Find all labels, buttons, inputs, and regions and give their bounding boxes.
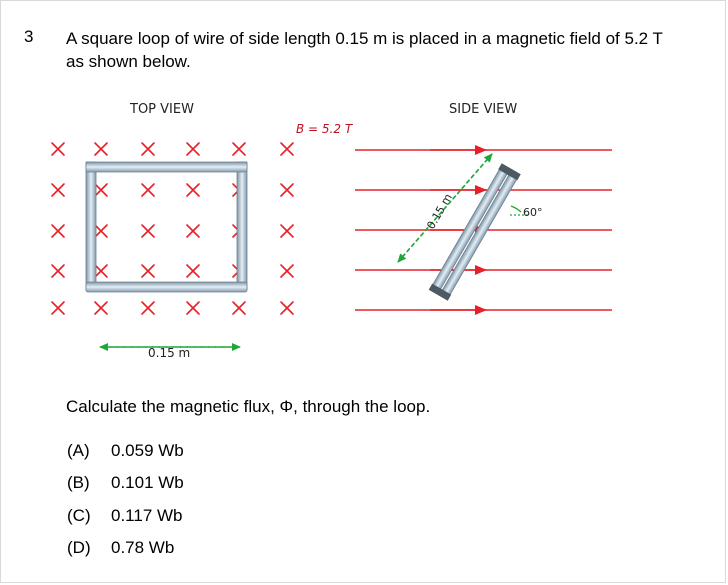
option-a-value: 0.059 Wb	[111, 441, 184, 460]
option-b-letter: (B)	[67, 473, 90, 492]
option-d[interactable]: (D) 0.78 Wb	[67, 538, 174, 558]
option-c[interactable]: (C) 0.117 Wb	[67, 506, 183, 526]
square-loop-top-view	[85, 161, 248, 293]
option-a-letter: (A)	[67, 441, 90, 460]
question-stem: A square loop of wire of side length 0.1…	[66, 27, 706, 73]
option-d-letter: (D)	[67, 538, 91, 557]
side-view-side-length-label: 0.15 m	[424, 191, 455, 231]
field-strength-label: B = 5.2 T	[296, 122, 354, 136]
angle-arc	[510, 205, 522, 213]
top-view-side-length-label: 0.15 m	[148, 346, 190, 360]
option-b-value: 0.101 Wb	[111, 473, 184, 492]
question-prompt: Calculate the magnetic flux, Φ, through …	[66, 397, 431, 416]
question-stem-line2: as shown below.	[66, 52, 191, 71]
option-b[interactable]: (B) 0.101 Wb	[67, 473, 184, 493]
question-number: 3	[24, 27, 34, 46]
top-view-label: TOP VIEW	[129, 102, 194, 117]
option-d-value: 0.78 Wb	[111, 538, 175, 557]
question-stem-line1: A square loop of wire of side length 0.1…	[66, 29, 663, 48]
option-a[interactable]: (A) 0.059 Wb	[67, 441, 184, 461]
option-c-value: 0.117 Wb	[111, 506, 183, 525]
cross-row-1	[51, 142, 294, 156]
side-view-dimension	[397, 153, 493, 263]
option-c-letter: (C)	[67, 506, 91, 525]
angle-label: 60°	[523, 206, 543, 219]
cross-row-5	[51, 301, 294, 315]
tilted-loop-side-view	[428, 163, 521, 301]
side-view-label: SIDE VIEW	[449, 102, 517, 117]
